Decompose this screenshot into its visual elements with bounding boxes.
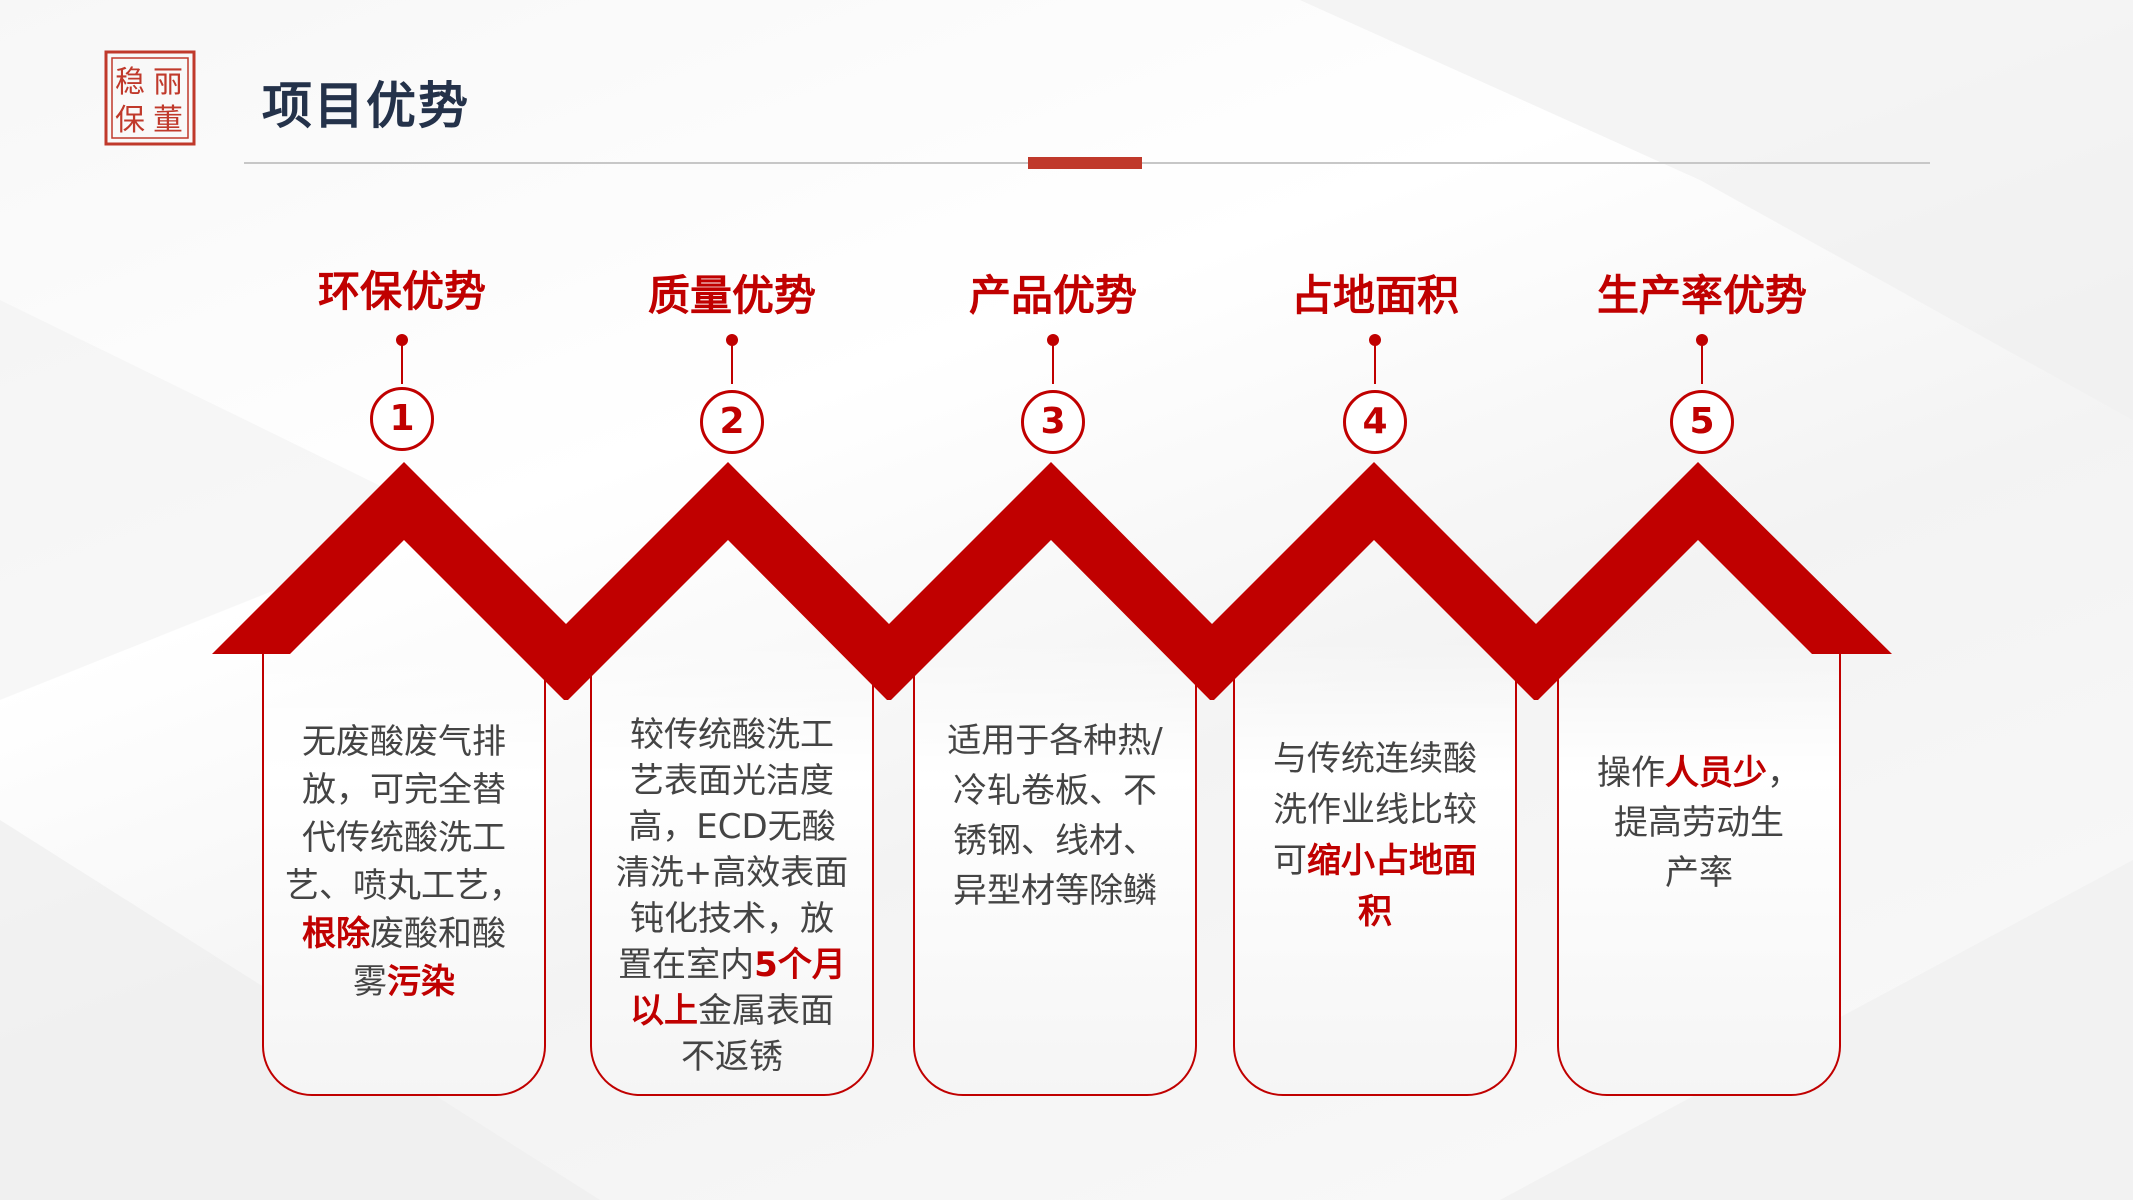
desc-line: 可缩小占地面 <box>1273 841 1477 881</box>
number-badge-4: 4 <box>1343 390 1407 454</box>
desc-line: 洗作业线比较 <box>1273 790 1477 830</box>
heading-1: 环保优势 <box>317 267 486 316</box>
desc-line: 代传统酸洗工 <box>302 818 506 858</box>
svg-text:丽: 丽 <box>153 65 183 100</box>
desc-line: 钝化技术，放 <box>630 899 834 939</box>
connector-line-2 <box>731 340 733 384</box>
connector-line-3 <box>1052 340 1054 384</box>
svg-text:稳: 稳 <box>115 65 145 100</box>
connector-line-1 <box>401 340 403 384</box>
desc-line: 不返锈 <box>681 1037 783 1077</box>
desc-2: 较传统酸洗工 艺表面光洁度 高，ECD无酸 清洗+高效表面 钝化技术，放 置在室… <box>590 712 874 1080</box>
svg-text:董: 董 <box>153 103 183 138</box>
svg-text:保: 保 <box>115 103 145 138</box>
connector-line-4 <box>1374 340 1376 384</box>
heading-2: 质量优势 <box>647 271 816 320</box>
desc-line: 提高劳动生 <box>1614 803 1784 843</box>
desc-line: 放，可完全替 <box>302 770 506 810</box>
desc-line: 根除废酸和酸 <box>302 914 506 954</box>
card-1 <box>262 640 546 1096</box>
number-badge-2: 2 <box>700 390 764 454</box>
desc-line: 较传统酸洗工 <box>630 715 834 755</box>
desc-line: 产率 <box>1665 853 1733 893</box>
zigzag-roof <box>212 462 1892 700</box>
desc-line: 异型材等除鳞 <box>953 871 1157 911</box>
card-4 <box>1233 640 1517 1096</box>
heading-5: 生产率优势 <box>1596 271 1807 320</box>
desc-line: 高，ECD无酸 <box>628 807 836 847</box>
heading-3: 产品优势 <box>968 271 1137 320</box>
desc-5: 操作人员少， 提高劳动生 产率 <box>1557 748 1841 898</box>
desc-line: 冷轧卷板、不 <box>953 771 1157 811</box>
card-2 <box>590 640 874 1096</box>
title-divider-accent <box>1028 157 1142 169</box>
number-badge-3: 3 <box>1021 390 1085 454</box>
desc-line: 积 <box>1358 892 1392 932</box>
number-badge-1: 1 <box>370 387 434 451</box>
page-title: 项目优势 <box>262 77 470 135</box>
desc-line: 操作人员少， <box>1597 753 1801 793</box>
desc-line: 艺表面光洁度 <box>630 761 834 801</box>
desc-1: 无废酸废气排 放，可完全替 代传统酸洗工 艺、喷丸工艺， 根除废酸和酸 雾污染 <box>262 718 546 1006</box>
desc-line: 置在室内5个月 <box>618 945 846 985</box>
seal-logo: 稳 丽 保 董 <box>104 50 196 146</box>
desc-line: 清洗+高效表面 <box>615 853 849 893</box>
heading-4: 占地面积 <box>1290 271 1459 320</box>
desc-4: 与传统连续酸 洗作业线比较 可缩小占地面 积 <box>1233 734 1517 938</box>
card-5 <box>1557 640 1841 1096</box>
desc-line: 艺、喷丸工艺， <box>285 866 523 906</box>
connector-line-5 <box>1701 340 1703 384</box>
number-badge-5: 5 <box>1670 390 1734 454</box>
desc-line: 以上金属表面 <box>630 991 834 1031</box>
desc-3: 适用于各种热/ 冷轧卷板、不 锈钢、线材、 异型材等除鳞 <box>913 716 1197 916</box>
desc-line: 适用于各种热/ <box>947 721 1163 761</box>
desc-line: 与传统连续酸 <box>1273 739 1477 779</box>
card-3 <box>913 640 1197 1096</box>
desc-line: 无废酸废气排 <box>302 722 506 762</box>
desc-line: 雾污染 <box>353 962 455 1002</box>
desc-line: 锈钢、线材、 <box>953 821 1157 861</box>
